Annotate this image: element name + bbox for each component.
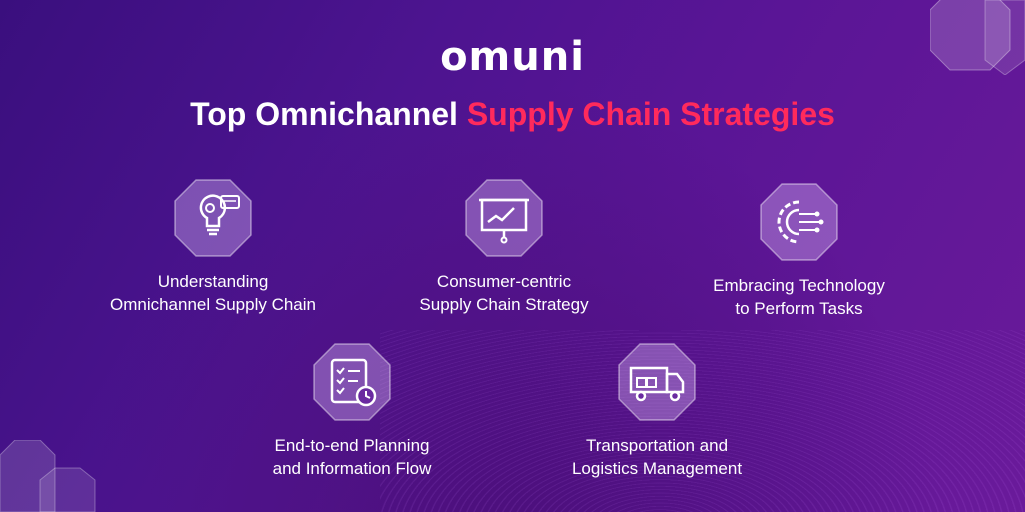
corner-octagon-decoration — [930, 0, 1025, 75]
wave-decoration — [380, 330, 1025, 512]
corner-octagon-decoration — [0, 440, 96, 512]
omuni-logo: omuni — [440, 34, 585, 80]
strategy-label: Understanding Omnichannel Supply Chain — [109, 272, 316, 314]
strategy-label: End-to-end Planning and Information Flow — [272, 436, 432, 478]
checklist-clock-icon — [310, 340, 394, 424]
strategy-consumer-centric: Consumer-centric Supply Chain Strategy — [374, 176, 634, 316]
strategy-label: Embracing Technology to Perform Tasks — [713, 276, 885, 318]
strategy-label: Transportation and Logistics Management — [571, 436, 743, 478]
strategy-label: Consumer-centric Supply Chain Strategy — [419, 272, 589, 314]
strategy-end-to-end-planning: End-to-end Planning and Information Flow — [222, 340, 482, 480]
strategy-understanding: Understanding Omnichannel Supply Chain — [83, 176, 343, 316]
page-title: Top Omnichannel Supply Chain Strategies — [0, 96, 1025, 133]
lightbulb-gear-icon — [171, 176, 255, 260]
strategy-transportation-logistics: Transportation and Logistics Management — [527, 340, 787, 480]
gear-circuit-icon — [757, 180, 841, 264]
presentation-chart-icon — [462, 176, 546, 260]
title-accent: Supply Chain Strategies — [466, 96, 835, 132]
title-main: Top Omnichannel — [190, 96, 458, 132]
strategy-embracing-technology: Embracing Technology to Perform Tasks — [669, 180, 929, 320]
delivery-truck-icon — [615, 340, 699, 424]
